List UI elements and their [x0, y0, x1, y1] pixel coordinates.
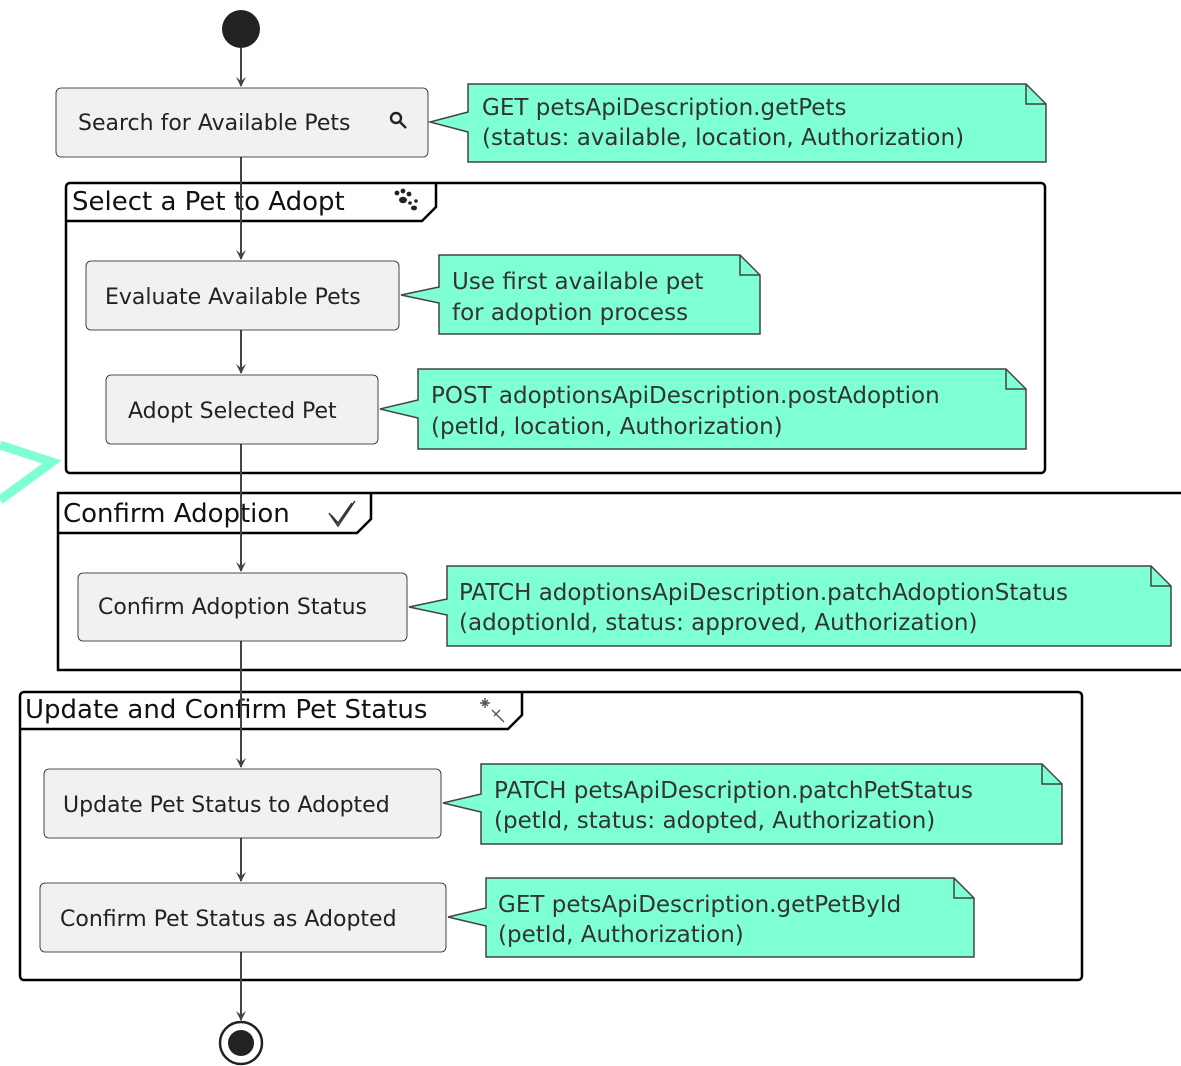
activity-label: Update Pet Status to Adopted — [63, 793, 390, 818]
activity-label: Adopt Selected Pet — [128, 399, 337, 424]
activity-adopt-selected-pet: Adopt Selected Pet — [105, 374, 379, 445]
activity-confirm-adoption-status: Confirm Adoption Status — [77, 572, 408, 642]
group-update-and-confirm: Update and Confirm Pet Status — [18, 690, 1084, 982]
note-line: PATCH adoptionsApiDescription.patchAdopt… — [459, 580, 1068, 606]
note-first-available-pet: Use first available pet for adoption pro… — [400, 254, 761, 335]
group-title: Update and Confirm Pet Status — [25, 695, 427, 725]
decorative-chevron — [0, 440, 62, 504]
sparkle-icon — [480, 698, 505, 723]
note-get-pets: GET petsApiDescription.getPets (status: … — [427, 83, 1047, 163]
activity-evaluate-available-pets: Evaluate Available Pets — [85, 260, 400, 331]
end-node — [218, 1020, 264, 1066]
group-title: Select a Pet to Adopt — [72, 187, 345, 217]
checkmark-icon — [328, 500, 356, 528]
note-line: GET petsApiDescription.getPetById — [498, 892, 901, 918]
note-line: POST adoptionsApiDescription.postAdoptio… — [431, 383, 940, 409]
activity-label: Evaluate Available Pets — [105, 285, 361, 310]
paw-icon — [394, 188, 418, 211]
note-line: (petId, location, Authorization) — [431, 414, 783, 440]
note-line: GET petsApiDescription.getPets — [482, 95, 846, 121]
magnifier-icon — [389, 111, 407, 129]
activity-label: Search for Available Pets — [78, 111, 351, 136]
note-line: PATCH petsApiDescription.patchPetStatus — [494, 778, 973, 804]
note-line: (petId, status: adopted, Authorization) — [494, 808, 935, 834]
note-patch-adoption-status: PATCH adoptionsApiDescription.patchAdopt… — [408, 565, 1172, 647]
note-line: (status: available, location, Authorizat… — [482, 125, 964, 151]
group-confirm-adoption: Confirm Adoption — [56, 491, 1181, 672]
activity-search-for-available-pets: Search for Available Pets — [55, 87, 429, 158]
activity-label: Confirm Pet Status as Adopted — [60, 907, 397, 932]
note-patch-pet-status: PATCH petsApiDescription.patchPetStatus … — [442, 763, 1063, 845]
group-title: Confirm Adoption — [63, 499, 290, 529]
start-node — [222, 10, 260, 48]
note-line: (petId, Authorization) — [498, 922, 744, 948]
note-get-pet-by-id: GET petsApiDescription.getPetById (petId… — [447, 877, 975, 958]
activity-update-pet-status: Update Pet Status to Adopted — [43, 768, 442, 839]
note-line: (adoptionId, status: approved, Authoriza… — [459, 610, 977, 636]
note-line: for adoption process — [452, 300, 688, 326]
activity-label: Confirm Adoption Status — [98, 595, 367, 620]
group-select-a-pet: Select a Pet to Adopt — [64, 181, 1047, 475]
note-post-adoption: POST adoptionsApiDescription.postAdoptio… — [379, 368, 1027, 450]
note-line: Use first available pet — [452, 269, 703, 295]
activity-confirm-pet-status: Confirm Pet Status as Adopted — [39, 882, 447, 953]
